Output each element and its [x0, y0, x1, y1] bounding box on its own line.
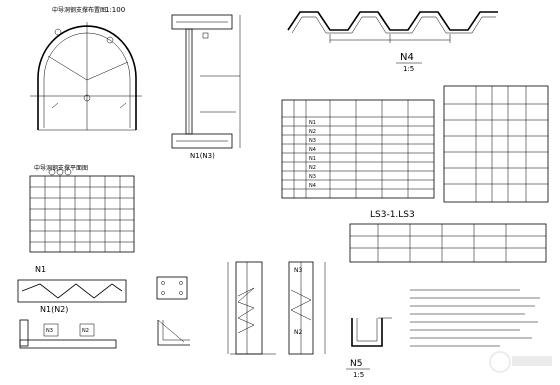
arch-view-title: 中导洞钢支撑布置图 [52, 6, 106, 14]
arch-callout-circle [106, 36, 114, 44]
section-a-block [43, 323, 59, 337]
bolt-hole [161, 281, 165, 285]
section-a-view: N3 N2 [19, 319, 117, 349]
n1-strip-outline [17, 279, 127, 303]
column-detail-right-zigzag [290, 289, 312, 321]
ls3-table-title: LS3-1.LS3 [370, 210, 415, 220]
column-top-cap [171, 14, 233, 30]
column-part-label: N1(N3) [190, 152, 215, 160]
detail-angle-inner [162, 320, 190, 341]
material-table-cell: N4 [309, 183, 316, 189]
column-detail-left [235, 261, 263, 355]
material-table: N1 N2 N3 N4 N1 N2 N3 N4 [281, 99, 435, 199]
material-table-cell: N2 [309, 129, 316, 135]
material-table-cell: N4 [309, 147, 316, 153]
lattice-callout-circle [48, 168, 56, 176]
material-table-cell: N3 [309, 138, 316, 144]
column-marker [202, 32, 209, 39]
detail-plate [156, 276, 188, 300]
section-a-block [79, 323, 95, 337]
n4-scale: 1:5 [403, 65, 414, 73]
column-elevation-view: N1(N3) [171, 14, 241, 160]
material-table-cell: N3 [309, 174, 316, 180]
n4-profile-view: N4 1:5 [287, 11, 498, 73]
section-a-detail-view [156, 276, 190, 346]
column-detail-left-zigzag [237, 287, 255, 334]
quantity-table [443, 85, 549, 203]
column-detail-n3-label: N3 [294, 267, 302, 274]
detail-angle-outline [157, 320, 190, 346]
section-a-upright [19, 319, 29, 347]
arch-radius-line-left [47, 55, 88, 81]
arch-view-scale: 1:100 [105, 6, 125, 14]
lattice-frame [29, 175, 135, 253]
n1-n2-label: N1(N2) [40, 305, 68, 314]
bolt-hole [161, 291, 165, 295]
material-table-cell: N2 [309, 165, 316, 171]
watermark-logo [489, 351, 552, 373]
section-a-n2-label: N2 [82, 328, 89, 334]
section-a-n3-label: N3 [46, 328, 53, 334]
lattice-plan-view: 中导洞钢支撑平面图 [29, 164, 135, 253]
n5-label: N5 [350, 359, 362, 369]
ls3-table-frame [349, 223, 547, 263]
quantity-table-frame [443, 85, 549, 203]
column-detail-n2-label: N2 [294, 329, 302, 336]
n1-label: N1 [35, 265, 46, 274]
n4-corrugated-inner [291, 16, 496, 34]
column-base-plate [171, 133, 233, 149]
column-detail-views: N3 N2 [227, 261, 326, 355]
n5-scale: 1:5 [353, 371, 364, 379]
arch-section-view: 中导洞钢支撑布置图 1:100 [30, 6, 142, 131]
bolt-hole [179, 291, 183, 295]
n4-corrugated-outer [287, 11, 498, 31]
lattice-callout-circle [56, 168, 64, 176]
material-table-cell: N1 [309, 156, 316, 162]
section-a-beam [19, 339, 117, 349]
ls3-table: LS3-1.LS3 [349, 210, 547, 263]
n5-bracket-inner [356, 318, 378, 342]
notes-block [410, 289, 540, 347]
n4-label: N4 [400, 52, 414, 63]
n5-bracket-view: N5 1:5 [346, 317, 392, 379]
arch-leader [51, 102, 59, 109]
bolt-hole [179, 281, 183, 285]
lattice-callout-circle [64, 168, 72, 176]
material-table-cell: N1 [309, 120, 316, 126]
arch-radius-line-right [86, 61, 129, 81]
n1-zigzag [21, 283, 123, 299]
n1-strip-view: N1 N1(N2) [17, 265, 127, 314]
arch-callout-circle [83, 94, 91, 102]
n5-bracket-outer [351, 318, 383, 347]
arch-leader [119, 102, 127, 109]
material-table-frame [281, 99, 435, 199]
detail-angle-diagonal [157, 319, 185, 343]
lattice-title: 中导洞钢支撑平面图 [34, 164, 88, 172]
arch-callout-circle [54, 28, 62, 36]
